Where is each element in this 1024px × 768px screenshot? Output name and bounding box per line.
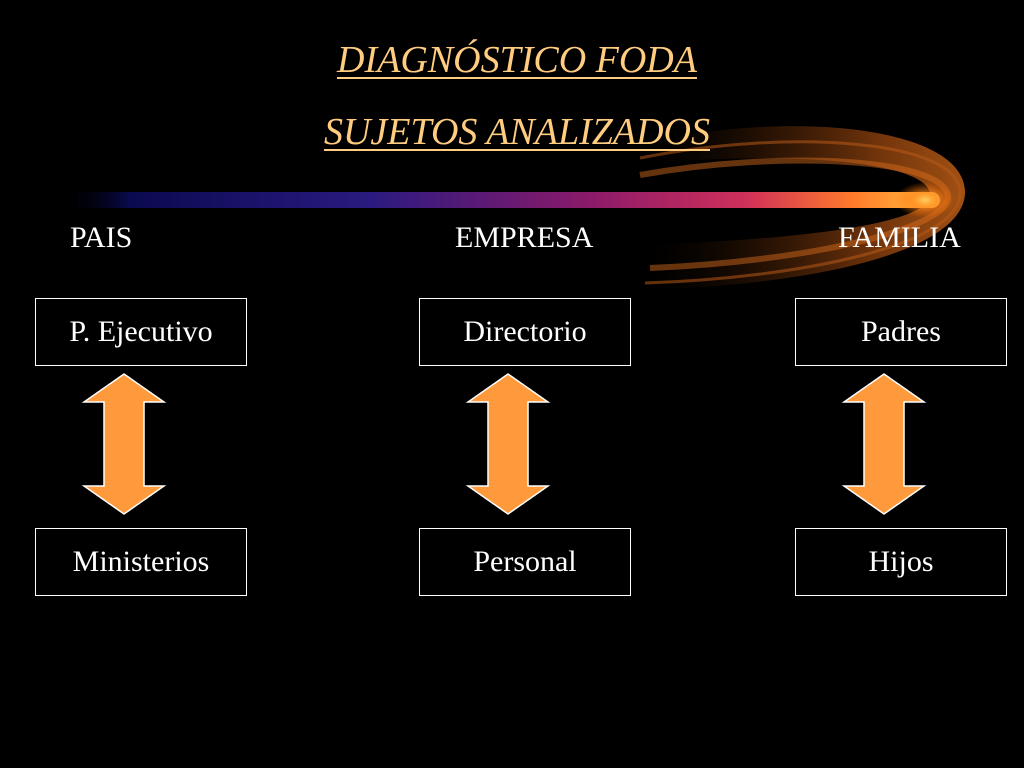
box-label: Personal: [473, 545, 577, 578]
box-directorio: Directorio: [419, 298, 631, 366]
box-p-ejecutivo: P. Ejecutivo: [35, 298, 247, 366]
slide-subtitle: SUJETOS ANALIZADOS: [323, 111, 710, 153]
column-heading-pais: PAIS: [70, 221, 133, 254]
box-padres: Padres: [795, 298, 1007, 366]
box-label: Hijos: [868, 545, 934, 578]
box-personal: Personal: [419, 528, 631, 596]
double-arrow-icon: [842, 373, 926, 515]
slide-title: DIAGNÓSTICO FODA: [337, 39, 697, 81]
box-label: P. Ejecutivo: [69, 315, 213, 348]
box-label: Ministerios: [72, 545, 210, 578]
column-heading-empresa: EMPRESA: [455, 221, 594, 254]
box-label: Directorio: [463, 315, 587, 348]
column-heading-familia: FAMILIA: [838, 221, 961, 254]
box-ministerios: Ministerios: [35, 528, 247, 596]
box-hijos: Hijos: [795, 528, 1007, 596]
box-label: Padres: [861, 315, 941, 348]
double-arrow-icon: [82, 373, 166, 515]
double-arrow-icon: [466, 373, 550, 515]
